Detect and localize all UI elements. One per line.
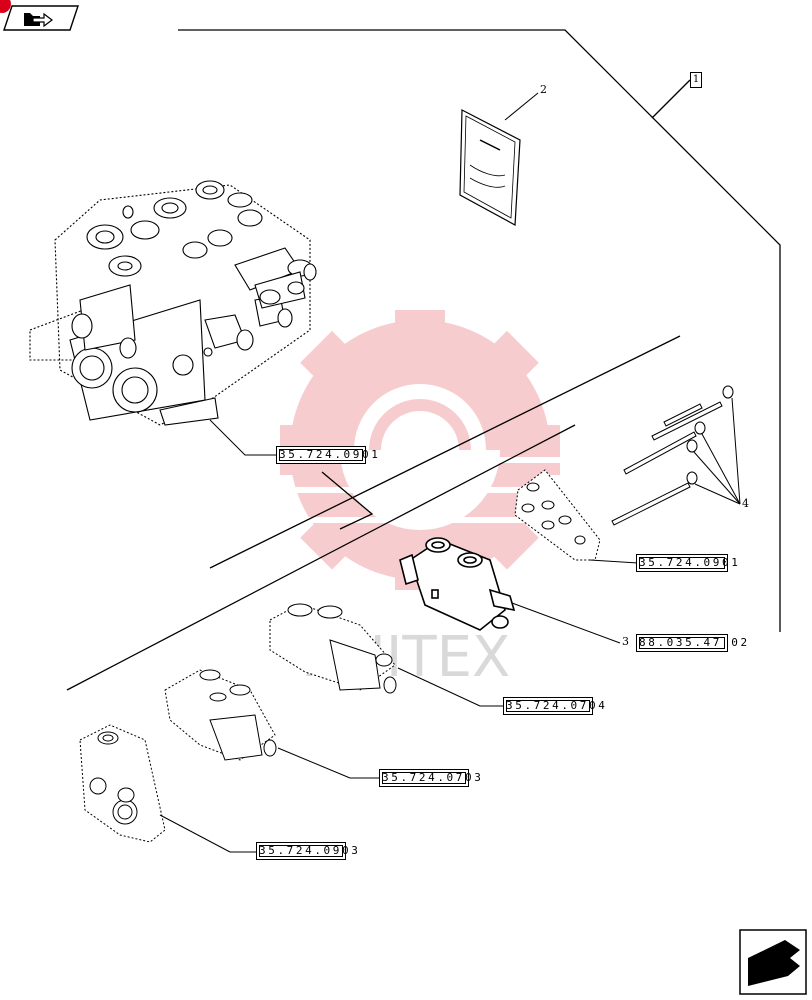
callout-2: 2 xyxy=(540,83,547,96)
valve-section-0703 xyxy=(164,669,380,779)
item-1-label: 1 xyxy=(690,72,702,88)
corner-marker xyxy=(0,0,11,13)
end-plate xyxy=(514,469,639,564)
watermark-logo xyxy=(270,310,560,590)
main-valve-assembly xyxy=(29,180,317,426)
operator-manual xyxy=(459,92,539,226)
tie-rods xyxy=(611,385,741,526)
ref-main-valve[interactable]: 35.724.0901 xyxy=(276,446,378,464)
next-page-arrow-icon[interactable] xyxy=(739,929,807,995)
callout-3: 3 xyxy=(622,635,629,648)
valve-section-0704 xyxy=(269,603,505,707)
book-nav-icon[interactable] xyxy=(3,5,79,31)
item-1-bracket xyxy=(178,29,781,632)
separator-lines xyxy=(66,335,681,691)
valve-section-3 xyxy=(399,537,621,644)
ref-section-0903[interactable]: 35.724.0903 xyxy=(256,842,358,860)
ref-valve-section[interactable]: 88.035.47 02 xyxy=(636,634,747,652)
ref-section-0703[interactable]: 35.724.0703 xyxy=(379,769,481,787)
ref-section-0704[interactable]: 35.724.0704 xyxy=(503,697,605,715)
callout-4: 4 xyxy=(742,497,749,510)
valve-section-0903 xyxy=(79,724,258,853)
ref-end-plate[interactable]: 35.724.0901 xyxy=(636,554,738,572)
leader-main-valve xyxy=(209,419,278,456)
